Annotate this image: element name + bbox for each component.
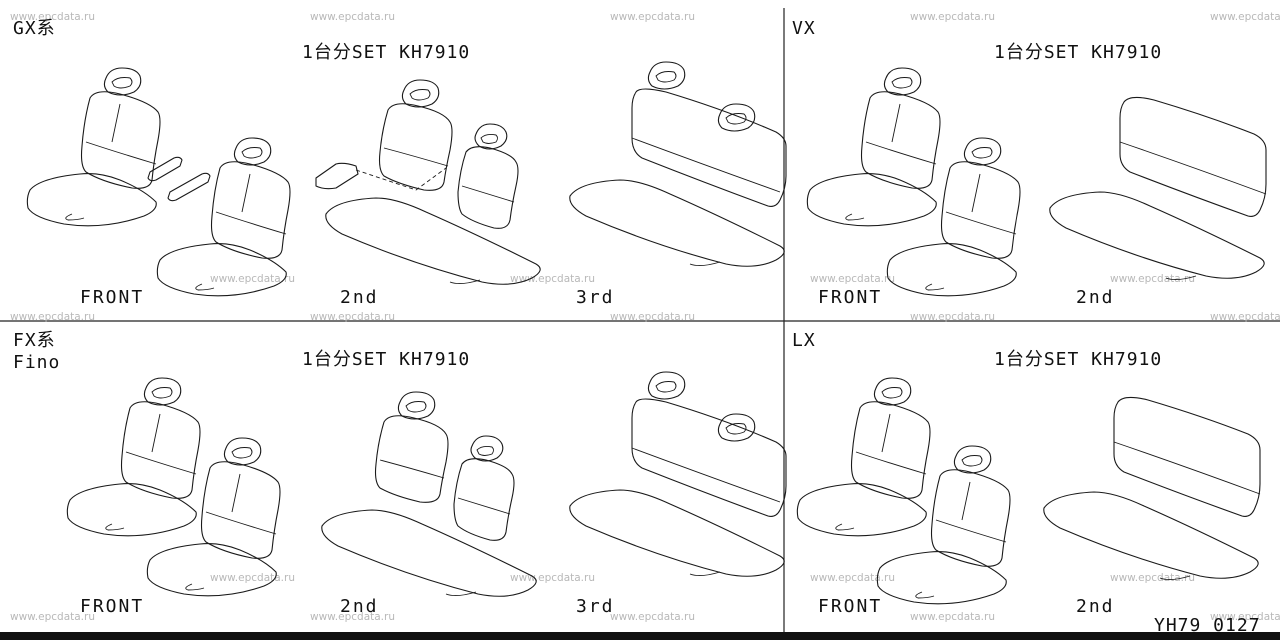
gx-armrest: [147, 156, 211, 202]
watermark: www.epcdata.ru: [810, 273, 895, 285]
watermark: www.epcdata.ru: [1110, 572, 1195, 584]
gx-front-seat-left: [26, 67, 161, 227]
gx-2nd-armrest: [315, 162, 447, 191]
watermark: www.epcdata.ru: [910, 11, 995, 23]
panel-subtitle-fino: Fino: [13, 352, 61, 373]
watermark: www.epcdata.ru: [210, 273, 295, 285]
watermark: www.epcdata.ru: [610, 11, 695, 23]
watermark: www.epcdata.ru: [510, 273, 595, 285]
position-label-front: FRONT: [818, 596, 883, 617]
set-label-vx: 1台分SET KH7910: [994, 42, 1163, 63]
gx-2nd-row: [325, 79, 541, 285]
panel-title-lx: LX: [792, 330, 816, 351]
diagram-code: YH79 0127: [1154, 615, 1261, 636]
watermark: www.epcdata.ru: [810, 572, 895, 584]
fx-front-seat-right: [146, 437, 281, 597]
set-label-fx: 1台分SET KH7910: [302, 349, 471, 370]
watermark: www.epcdata.ru: [1210, 311, 1280, 323]
watermark: www.epcdata.ru: [1110, 273, 1195, 285]
watermark: www.epcdata.ru: [510, 572, 595, 584]
position-label-3rd: 3rd: [576, 596, 615, 617]
watermark: www.epcdata.ru: [1210, 11, 1280, 23]
set-label-gx: 1台分SET KH7910: [302, 42, 471, 63]
watermark: www.epcdata.ru: [210, 572, 295, 584]
gx-front-seat-right: [156, 137, 291, 297]
watermark: www.epcdata.ru: [1210, 611, 1280, 623]
panel-title-vx: VX: [792, 18, 816, 39]
vx-front-seat-right: [886, 137, 1021, 297]
watermark: www.epcdata.ru: [10, 311, 95, 323]
vx-front-seat-left: [806, 67, 941, 227]
fx-front-seat-left: [66, 377, 201, 537]
watermark: www.epcdata.ru: [910, 611, 995, 623]
lx-2nd-bench: [1043, 396, 1261, 581]
lx-front-seat-right: [876, 445, 1011, 605]
position-label-front: FRONT: [80, 287, 145, 308]
watermark: www.epcdata.ru: [310, 311, 395, 323]
watermark: www.epcdata.ru: [910, 311, 995, 323]
watermark: www.epcdata.ru: [610, 611, 695, 623]
gx-3rd-row: [569, 61, 787, 267]
position-label-2nd: 2nd: [1076, 287, 1115, 308]
position-label-front: FRONT: [80, 596, 145, 617]
watermark: www.epcdata.ru: [610, 311, 695, 323]
position-label-2nd: 2nd: [340, 287, 379, 308]
position-label-2nd: 2nd: [340, 596, 379, 617]
watermark: www.epcdata.ru: [310, 11, 395, 23]
position-label-3rd: 3rd: [576, 287, 615, 308]
watermark: www.epcdata.ru: [310, 611, 395, 623]
position-label-front: FRONT: [818, 287, 883, 308]
lx-front-seat-left: [796, 377, 931, 537]
position-label-2nd: 2nd: [1076, 596, 1115, 617]
vx-2nd-bench: [1049, 96, 1267, 281]
watermark: www.epcdata.ru: [10, 11, 95, 23]
watermark: www.epcdata.ru: [10, 611, 95, 623]
set-label-lx: 1台分SET KH7910: [994, 349, 1163, 370]
fx-2nd-row: [321, 391, 537, 597]
panel-title-gx: GX系: [13, 18, 56, 39]
panel-title-fx: FX系: [13, 330, 56, 351]
fx-3rd-row: [569, 371, 787, 577]
